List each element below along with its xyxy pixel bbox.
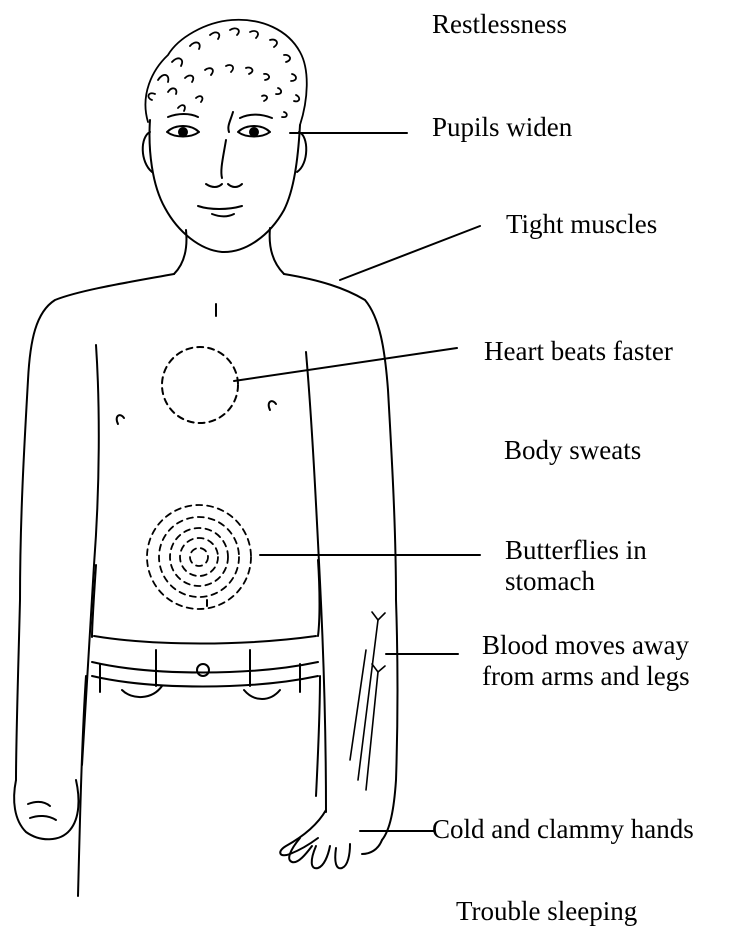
stomach-butterflies-marker: [147, 505, 251, 609]
head: [143, 112, 307, 252]
blood-flow-arrows: [350, 612, 385, 790]
hair: [145, 20, 306, 125]
heart-marker: [162, 347, 238, 423]
label-tight-muscles: Tight muscles: [506, 209, 657, 240]
label-butterflies-in-stomach: Butterflies in stomach: [505, 535, 705, 597]
label-pupils-widen: Pupils widen: [432, 112, 572, 143]
torso-outline: [14, 228, 397, 868]
leader-lines: [234, 133, 480, 831]
label-body-sweats: Body sweats: [504, 435, 641, 466]
muscles-leader-line: [340, 226, 480, 280]
label-trouble-sleeping: Trouble sleeping: [456, 896, 637, 927]
label-blood-moves-away: Blood moves away from arms and legs: [482, 630, 742, 692]
label-restlessness: Restlessness: [432, 9, 567, 40]
label-heart-beats-faster: Heart beats faster: [484, 336, 673, 367]
jeans: [78, 636, 320, 896]
label-cold-clammy-hands: Cold and clammy hands: [432, 814, 694, 845]
heart-leader-line: [234, 348, 457, 381]
